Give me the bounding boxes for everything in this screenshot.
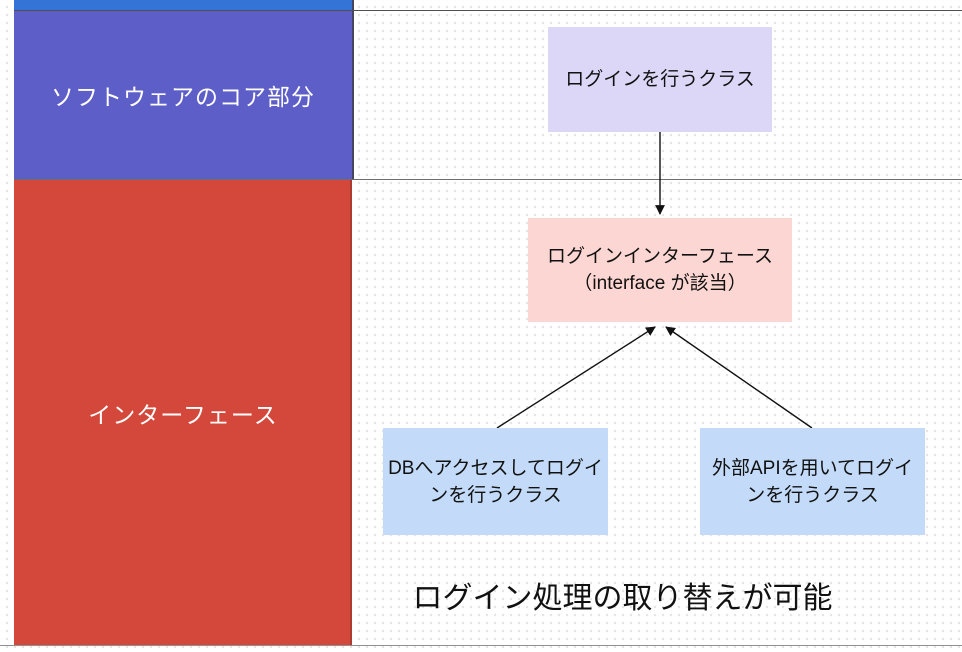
node-db-login-line2: ンを行うクラス (429, 484, 562, 506)
node-api-login-line1: 外部APIを用いてログイ (711, 457, 914, 479)
section-interface: インターフェース (14, 180, 352, 645)
divider-middle (14, 179, 962, 180)
node-api-login-class: 外部APIを用いてログイ ンを行うクラス (700, 428, 925, 535)
arrow-dbclass-to-interface (496, 326, 656, 429)
section-core: ソフトウェアのコア部分 (14, 11, 352, 179)
node-db-login-class: DBへアクセスしてログイ ンを行うクラス (383, 428, 608, 535)
node-login-interface: ログインインターフェース （interface が該当） (528, 218, 792, 322)
node-login-interface-line2: （interface が該当） (573, 273, 747, 294)
caption: ログイン処理の取り替えが可能 (412, 582, 833, 615)
interface-section-right-edge (350, 180, 352, 645)
node-api-login-line2: ンを行うクラス (746, 484, 879, 506)
section-interface-label: インターフェース (88, 401, 278, 428)
node-login-class: ログインを行うクラス (548, 27, 772, 132)
arrow-apiclass-to-interface (665, 326, 813, 429)
divider-bottom (0, 645, 962, 646)
section-core-label: ソフトウェアのコア部分 (51, 84, 315, 110)
node-login-interface-line1: ログインインターフェース (547, 246, 773, 267)
core-section-topbar (14, 0, 352, 10)
node-login-class-label: ログインを行うクラス (565, 69, 755, 90)
node-db-login-line1: DBへアクセスしてログイ (388, 457, 603, 479)
divider-top (14, 10, 962, 11)
section-right-border (352, 0, 354, 179)
